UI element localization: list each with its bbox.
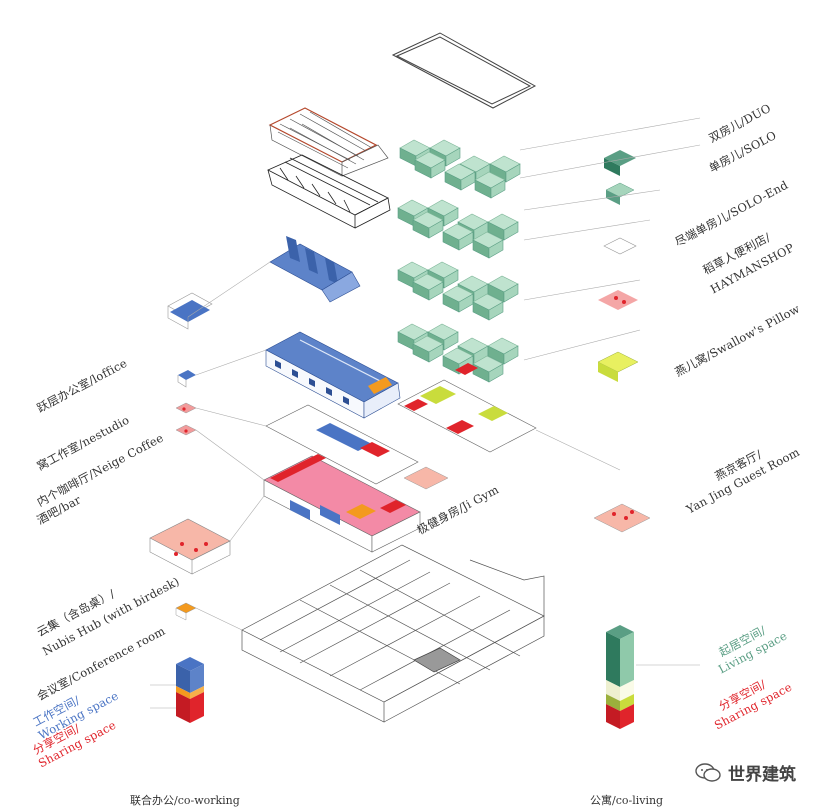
coliving-floor-3 [397, 261, 519, 321]
caption-coliving: 公寓/co-living [590, 794, 664, 807]
solo-unit [605, 182, 635, 205]
ji-gym-unit [403, 466, 449, 490]
ground-floor-plan [263, 454, 421, 553]
coliving-ground-floor [397, 379, 537, 453]
loffice-unit [167, 292, 213, 330]
coliving-floor-1 [399, 139, 521, 199]
coworking-legend-stack [176, 657, 204, 723]
watermark: 世界建筑 [694, 760, 796, 785]
coliving-floor-4 [397, 323, 519, 383]
roof-plate [391, 32, 537, 109]
coliving-floor-2 [397, 199, 519, 259]
leader-lines [150, 117, 701, 709]
caption-coworking: 联合办公/co-working [130, 794, 240, 807]
gym-unit [597, 351, 639, 382]
watermark-text: 世界建筑 [728, 765, 796, 785]
coffee-unit [175, 402, 197, 414]
blue-roof-segment [269, 236, 361, 303]
roof-truss [267, 154, 391, 229]
haymanshop-unit [603, 237, 637, 255]
first-floor-plan [265, 404, 419, 485]
nubis-hub-unit [149, 518, 231, 575]
bar-unit [175, 424, 197, 436]
nestudio-unit [177, 370, 196, 388]
swallow-unit [598, 290, 638, 310]
wechat-icon [695, 762, 721, 782]
pitched-roof [268, 107, 389, 177]
duo-unit [604, 150, 636, 176]
office-block [265, 331, 401, 419]
base-building [241, 544, 545, 723]
coliving-legend-stack [606, 625, 634, 729]
conference-unit [175, 602, 197, 621]
guest-room-unit [593, 503, 651, 533]
